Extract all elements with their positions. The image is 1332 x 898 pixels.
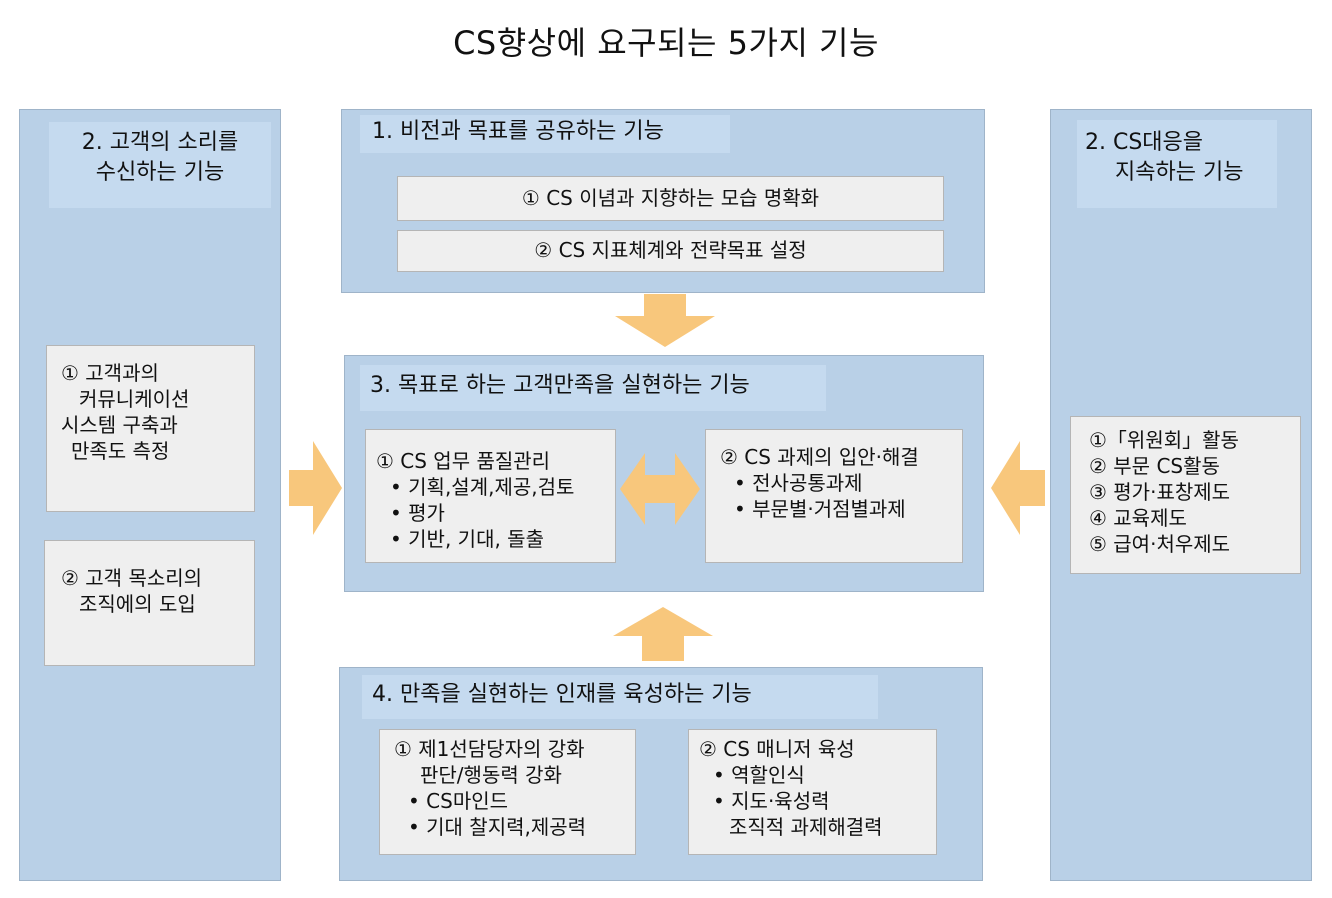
right-box-continuity-activities: ①「위원회」활동 ② 부문 CS활동 ③ 평가·표창제도 ④ 교육제도 ⑤ 급여…	[1070, 416, 1301, 574]
box-line: ② CS 지표체계와 전략목표 설정	[534, 238, 807, 262]
box-line: 조직에의 도입	[79, 592, 196, 616]
top-heading-line: 1. 비전과 목표를 공유하는 기능	[372, 119, 664, 144]
middle-heading-line: 3. 목표로 하는 고객만족을 실현하는 기능	[370, 373, 750, 398]
box-line: • 전사공통과제	[734, 471, 863, 495]
box-line: ⑤ 급여·처우제도	[1089, 532, 1231, 556]
box-line: • 지도·육성력	[713, 789, 830, 813]
top-box-vision: ① CS 이념과 지향하는 모습 명확화	[397, 176, 944, 221]
middle-box-issues: ② CS 과제의 입안·해결 • 전사공통과제 • 부문별·거점별과제	[705, 429, 963, 563]
box-line: ② 고객 목소리의	[61, 566, 203, 590]
box-line: 판단/행동력 강화	[420, 763, 562, 787]
box-line: ① CS 이념과 지향하는 모습 명확화	[521, 186, 820, 210]
top-box-indicators: ② CS 지표체계와 전략목표 설정	[397, 230, 944, 272]
left-heading-line: 수신하는 기능	[95, 160, 225, 185]
box-line: 만족도 측정	[71, 439, 170, 463]
right-heading-line: 지속하는 기능	[1115, 160, 1244, 185]
middle-box-quality: ① CS 업무 품질관리 • 기획,설계,제공,검토 • 평가 • 기반, 기대…	[365, 429, 616, 563]
bottom-heading-line: 4. 만족을 실현하는 인재를 육성하는 기능	[372, 682, 752, 707]
box-line: 시스템 구축과	[61, 413, 178, 437]
box-line: • 기대 찰지력,제공력	[408, 815, 587, 839]
double-arrow-icon	[620, 453, 700, 525]
box-line: ① CS 업무 품질관리	[376, 449, 551, 473]
arrow-down-icon	[615, 294, 715, 347]
arrow-up-icon	[613, 607, 713, 661]
arrow-right-icon	[289, 441, 342, 535]
box-line: ① 고객과의	[61, 361, 159, 385]
box-line: ② CS 매니저 육성	[699, 737, 855, 761]
left-panel-heading: 2. 고객의 소리를 수신하는 기능	[49, 122, 271, 208]
right-panel-heading: 2. CS대응을 지속하는 기능	[1077, 120, 1277, 208]
box-line: ①「위원회」활동	[1089, 428, 1239, 452]
box-line: ④ 교육제도	[1089, 506, 1187, 530]
box-line: ② 부문 CS활동	[1089, 454, 1220, 478]
diagram-title: CS향상에 요구되는 5가지 기능	[453, 24, 879, 62]
left-heading-line: 2. 고객의 소리를	[81, 130, 239, 155]
top-panel-heading: 1. 비전과 목표를 공유하는 기능	[360, 115, 730, 153]
box-line: • 역할인식	[713, 763, 805, 787]
bottom-box-frontline: ① 제1선담당자의 강화 판단/행동력 강화 • CS마인드 • 기대 찰지력,…	[379, 729, 636, 855]
left-box-customer-voice: ② 고객 목소리의 조직에의 도입	[44, 540, 255, 666]
box-line: 커뮤니케이션	[79, 387, 190, 411]
box-line: 조직적 과제해결력	[729, 815, 883, 839]
box-line: • 평가	[390, 501, 445, 525]
box-line: ② CS 과제의 입안·해결	[720, 445, 919, 469]
box-line: • 기반, 기대, 돌출	[390, 527, 544, 551]
box-line: • 기획,설계,제공,검토	[390, 475, 575, 499]
bottom-box-manager: ② CS 매니저 육성 • 역할인식 • 지도·육성력 조직적 과제해결력	[688, 729, 937, 855]
right-heading-line: 2. CS대응을	[1085, 130, 1204, 155]
box-line: • 부문별·거점별과제	[734, 497, 906, 521]
arrow-left-icon	[991, 441, 1045, 535]
middle-panel-heading: 3. 목표로 하는 고객만족을 실현하는 기능	[360, 365, 826, 411]
bottom-panel-heading: 4. 만족을 실현하는 인재를 육성하는 기능	[362, 675, 878, 719]
left-box-customer-communication: ① 고객과의 커뮤니케이션 시스템 구축과 만족도 측정	[46, 345, 255, 512]
box-line: • CS마인드	[408, 789, 509, 813]
box-line: ③ 평가·표창제도	[1089, 480, 1231, 504]
box-line: ① 제1선담당자의 강화	[394, 737, 585, 761]
